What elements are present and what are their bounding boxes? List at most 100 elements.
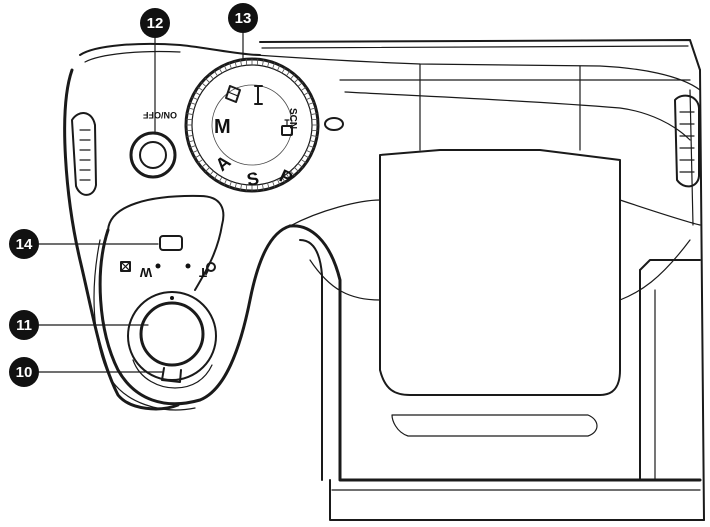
dial-knurl-tick bbox=[309, 107, 317, 110]
dial-knurl-tick bbox=[245, 58, 248, 66]
dial-knurl-tick bbox=[194, 91, 201, 96]
zoom-lever[interactable] bbox=[127, 291, 217, 389]
dial-knurl-tick bbox=[310, 135, 318, 137]
dial-knurl-tick bbox=[286, 70, 291, 77]
zoom-tele-dot bbox=[185, 263, 191, 269]
dial-knurl-tick bbox=[311, 129, 319, 132]
mode-dial-s: S bbox=[245, 168, 260, 190]
dial-knurl-tick bbox=[213, 70, 218, 77]
zoom-wide-dot bbox=[155, 263, 161, 269]
callout-12-text: 12 bbox=[147, 15, 164, 32]
dial-knurl-tick bbox=[307, 102, 315, 105]
dial-knurl-tick bbox=[240, 59, 242, 67]
power-label: ON/OFF bbox=[143, 110, 177, 120]
status-led bbox=[159, 235, 183, 251]
callout-14-text: 14 bbox=[16, 236, 33, 253]
dial-knurl-tick bbox=[267, 60, 270, 68]
dial-knurl-tick bbox=[303, 91, 310, 96]
dial-knurl-tick bbox=[187, 107, 195, 110]
portrait-icon bbox=[281, 119, 293, 136]
dial-knurl-tick bbox=[311, 118, 319, 121]
dial-knurl-tick bbox=[310, 113, 318, 115]
dial-knurl-tick bbox=[191, 149, 199, 154]
shutter-button[interactable] bbox=[139, 301, 205, 367]
dial-knurl-tick bbox=[281, 67, 286, 74]
dial-knurl-tick bbox=[297, 163, 303, 168]
power-button[interactable] bbox=[129, 131, 177, 179]
dial-knurl-tick bbox=[218, 67, 223, 74]
grip-pad bbox=[379, 149, 621, 437]
callout-10-text: 10 bbox=[16, 364, 33, 381]
dial-knurl-tick bbox=[234, 60, 237, 68]
dial-knurl-tick bbox=[276, 178, 281, 186]
callout-13-text: 13 bbox=[235, 10, 252, 27]
dial-knurl-tick bbox=[204, 77, 210, 83]
dial-knurl-tick bbox=[294, 77, 300, 83]
dial-knurl-tick bbox=[267, 182, 270, 190]
dial-knurl-tick bbox=[245, 184, 248, 192]
dial-knurl-tick bbox=[223, 64, 228, 72]
dial-knurl-tick bbox=[187, 140, 195, 143]
callout-10: 10 bbox=[9, 357, 163, 387]
dial-knurl-tick bbox=[281, 176, 286, 183]
dial-knurl-tick bbox=[256, 184, 259, 192]
dial-knurl-tick bbox=[186, 135, 194, 137]
panorama-icon bbox=[225, 85, 241, 103]
dial-knurl-tick bbox=[240, 183, 242, 191]
dial-knurl-tick bbox=[262, 183, 264, 191]
zoom-tele-label: T bbox=[199, 265, 207, 280]
zoom-wide-icon bbox=[120, 261, 131, 272]
shutter-plate bbox=[107, 194, 225, 291]
dial-knurl-tick bbox=[276, 64, 281, 72]
dial-knurl-tick bbox=[213, 173, 218, 180]
dial-knurl-tick bbox=[234, 182, 237, 190]
dial-knurl-tick bbox=[272, 180, 275, 188]
dial-knurl-tick bbox=[197, 159, 204, 164]
dial-knurl-tick bbox=[272, 62, 275, 70]
dial-knurl-tick bbox=[218, 176, 223, 183]
dial-knurl-tick bbox=[197, 86, 204, 91]
mode-dial-m: M bbox=[214, 116, 231, 138]
dial-knurl-tick bbox=[305, 96, 313, 101]
dial-knurl-tick bbox=[223, 178, 228, 186]
dial-knurl-tick bbox=[194, 154, 201, 159]
callout-14: 14 bbox=[9, 229, 159, 259]
shutter-index-dot bbox=[170, 296, 174, 300]
zoom-tele-icon bbox=[205, 262, 216, 275]
dial-knurl-tick bbox=[262, 59, 264, 67]
dial-knurl-tick bbox=[297, 82, 303, 87]
dial-knurl-tick bbox=[300, 86, 307, 91]
dial-knurl-tick bbox=[209, 74, 214, 80]
dial-knurl-tick bbox=[307, 145, 315, 148]
dial-knurl-tick bbox=[256, 58, 259, 66]
dial-knurl-tick bbox=[303, 154, 310, 159]
flash-lamp bbox=[324, 117, 344, 131]
dial-knurl-tick bbox=[229, 62, 232, 70]
mode-dial-scn: SCN bbox=[287, 108, 298, 129]
dial-knurl-tick bbox=[309, 140, 317, 143]
dial-knurl-tick bbox=[300, 159, 307, 164]
mode-dial[interactable] bbox=[184, 57, 320, 193]
dial-knurl-tick bbox=[290, 170, 295, 176]
dial-knurl-tick bbox=[185, 129, 193, 132]
dial-knurl-tick bbox=[191, 96, 199, 101]
dial-knurl-tick bbox=[185, 118, 193, 121]
dial-knurl-tick bbox=[201, 163, 207, 168]
dial-knurl-tick bbox=[229, 180, 232, 188]
callout-12: 12 bbox=[140, 8, 170, 134]
callout-13: 13 bbox=[228, 3, 258, 61]
dial-knurl-tick bbox=[290, 74, 295, 80]
callout-11-text: 11 bbox=[16, 317, 32, 334]
dial-knurl-tick bbox=[286, 173, 291, 180]
dial-knurl-tick bbox=[189, 145, 197, 148]
dial-knurl-tick bbox=[209, 170, 214, 176]
dial-knurl-tick bbox=[305, 149, 313, 154]
dial-knurl-tick bbox=[201, 82, 207, 87]
dial-knurl-tick bbox=[189, 102, 197, 105]
mode-dial-a: A bbox=[212, 151, 235, 175]
movie-icon bbox=[254, 85, 263, 105]
dial-knurl-tick bbox=[186, 113, 194, 115]
dial-knurl-tick bbox=[204, 167, 210, 173]
lens-barrel bbox=[288, 224, 705, 521]
